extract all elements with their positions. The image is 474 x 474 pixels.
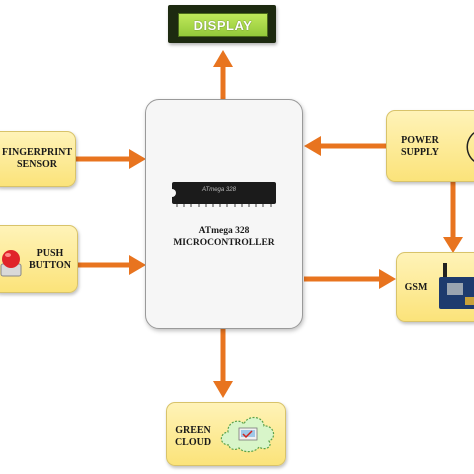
green-cloud-label: GREEN CLOUD [174, 425, 212, 448]
push-button-icon [0, 250, 22, 277]
green-cloud-box: GREEN CLOUD [166, 402, 286, 466]
display-module: DISPLAY [168, 5, 276, 43]
chip-pin [176, 204, 178, 207]
power-adapter-icon [466, 132, 474, 162]
power-supply-box: POWER SUPPLY [386, 110, 474, 182]
push-button-box: PUSH BUTTON [0, 225, 78, 293]
chip-pin [255, 204, 258, 207]
chip-pin [190, 204, 193, 207]
arrow-pushbutton-to-mcu [78, 255, 146, 275]
gsm-module-icon [439, 263, 474, 309]
gsm-label: GSM [404, 282, 428, 293]
microcontroller-box: ATmega 328 ATmega 328 MICROCONTROLLER [145, 99, 303, 329]
chip-pin [248, 204, 250, 207]
cloud-icon [220, 416, 275, 453]
chip-pins [172, 204, 276, 208]
atmega-chip-image: ATmega 328 [171, 182, 276, 204]
microcontroller-label: ATmega 328 MICROCONTROLLER [173, 226, 275, 248]
chip-pin [226, 204, 229, 207]
chip-pin [233, 204, 236, 207]
display-label: DISPLAY [178, 13, 268, 37]
chip-pin [212, 204, 214, 207]
chip-pin [197, 204, 200, 207]
arrow-powersupply-to-gsm [443, 182, 463, 253]
arrow-mcu-to-gsm [304, 269, 396, 289]
push-button-label: PUSH BUTTON [28, 248, 72, 271]
arrow-fingerprint-to-mcu [76, 149, 146, 169]
gsm-box: GSM [396, 252, 474, 322]
chip-pin [219, 204, 222, 207]
fingerprint-sensor-box: FINGERPRINT SENSOR [0, 131, 76, 187]
chip-pin [240, 204, 243, 207]
chip-pin [262, 204, 265, 207]
chip-pin [183, 204, 186, 207]
chip-pin [204, 204, 207, 207]
chip-marking: ATmega 328 [202, 187, 236, 193]
arrow-mcu-to-display [213, 50, 233, 99]
power-supply-label: POWER SUPPLY [401, 135, 439, 158]
arrow-powersupply-to-mcu [304, 136, 387, 156]
fingerprint-sensor-label: FINGERPRINT SENSOR [1, 147, 72, 170]
chip-pin [269, 204, 272, 207]
chip-notch-icon [171, 189, 176, 197]
arrow-mcu-to-green-cloud [213, 329, 233, 398]
